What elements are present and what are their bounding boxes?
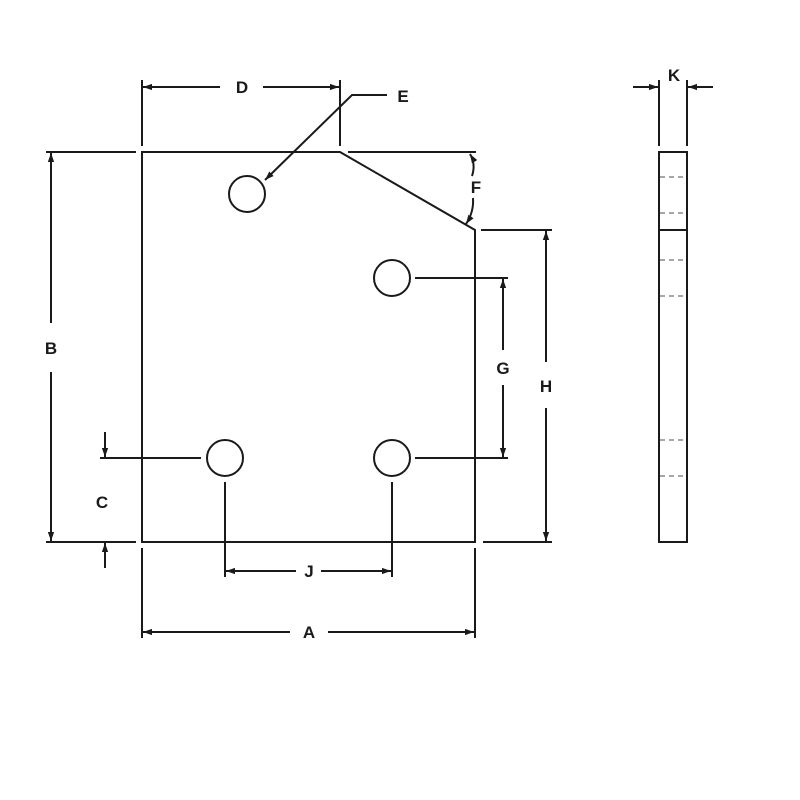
dimension-b: B	[45, 151, 136, 543]
dimension-h: H	[481, 229, 552, 543]
dimension-c: C	[96, 432, 201, 568]
hole-top-right	[373, 259, 411, 297]
label-j: J	[304, 562, 313, 581]
label-g: G	[496, 359, 509, 378]
label-k: K	[668, 66, 681, 85]
dimension-j: J	[224, 482, 393, 581]
label-e: E	[397, 87, 408, 106]
dimension-k: K	[633, 66, 713, 146]
side-view	[658, 151, 688, 543]
dimension-d: D	[141, 78, 341, 146]
dimension-a: A	[141, 548, 476, 642]
label-c: C	[96, 493, 108, 512]
label-d: D	[236, 78, 248, 97]
label-b: B	[45, 339, 57, 358]
dimension-f: F	[348, 151, 481, 225]
label-f: F	[471, 178, 481, 197]
front-view	[141, 151, 476, 543]
label-h: H	[540, 377, 552, 396]
leader-e: E	[264, 87, 409, 181]
hole-bottom-left	[206, 439, 244, 477]
hole-top-left	[228, 175, 266, 213]
label-a: A	[303, 623, 315, 642]
plate-outline	[141, 151, 476, 543]
dimension-g: G	[415, 277, 510, 459]
hole-bottom-right	[373, 439, 411, 477]
plate-thickness-profile	[658, 151, 688, 543]
